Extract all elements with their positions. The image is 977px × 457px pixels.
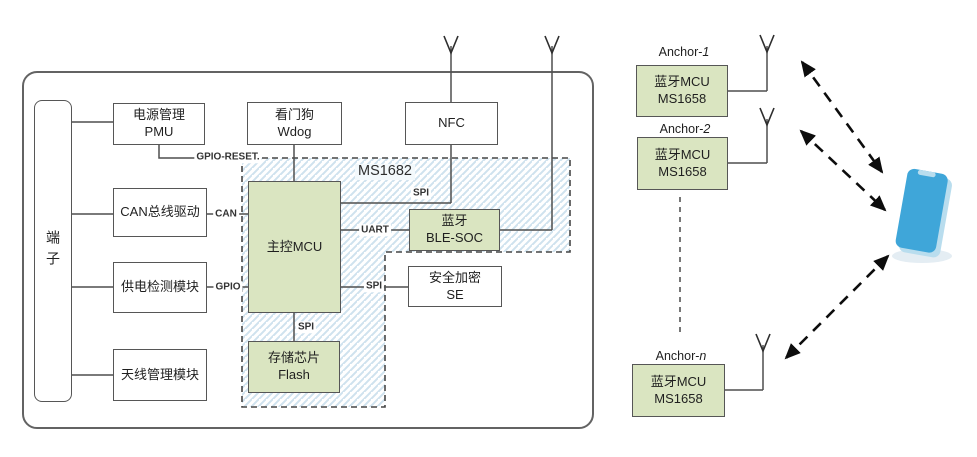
antenna-icon <box>544 35 560 56</box>
watchdog-module: 看门狗 Wdog <box>247 102 342 145</box>
antenna-icon <box>755 333 771 354</box>
pmu-label-en: PMU <box>144 124 174 139</box>
pmu-label-cn: 电源管理 <box>132 107 185 123</box>
anchor-2-title: Anchor-2 <box>660 122 711 136</box>
anchor-n-title-index: n <box>699 349 707 363</box>
power-detect-module: 供电检测模块 <box>113 262 207 313</box>
anchor-2-title-index: 2 <box>703 122 711 136</box>
can-bus-label: CAN <box>213 208 239 220</box>
ms1682-region-label: MS1682 <box>354 163 416 180</box>
ble-soc-module: 蓝牙 BLE-SOC <box>409 209 500 251</box>
anchor-1-title-index: 1 <box>702 45 710 59</box>
se-label-en: SE <box>446 286 464 302</box>
anchor-n-chip-cn: 蓝牙MCU <box>650 373 707 389</box>
anchor-2-chip-part: MS1658 <box>658 163 707 179</box>
ranging-arrow <box>800 60 884 174</box>
anchor-1-chip-part: MS1658 <box>657 91 707 106</box>
ranging-arrow <box>784 254 890 360</box>
anchor-1-box: 蓝牙MCU MS1658 <box>636 65 728 117</box>
anchor-n-title: Anchor-n <box>656 349 707 363</box>
uart-bus-label: UART <box>359 224 391 236</box>
ble-soc-label-en: BLE-SOC <box>425 230 484 245</box>
antenna-icon <box>443 35 459 56</box>
gpio-bus-label: GPIO <box>213 281 243 293</box>
anchor-1-title-prefix: Anchor- <box>658 45 703 59</box>
main-mcu-module: 主控MCU <box>248 181 341 313</box>
spi-se-bus-label: SPI <box>363 280 385 292</box>
terminal-block: 端子 <box>34 100 72 402</box>
ranging-arrows <box>784 60 890 360</box>
board-outline <box>22 71 594 429</box>
main-mcu-label: 主控MCU <box>266 238 323 254</box>
nfc-label: NFC <box>438 115 465 131</box>
flash-label-en: Flash <box>278 367 310 382</box>
antenna-mgmt-label: 天线管理模块 <box>120 366 199 382</box>
gpio-reset-bus-label: GPIO-RESET. <box>194 151 262 163</box>
anchor-2-title-prefix: Anchor- <box>659 122 704 136</box>
terminal-label: 端子 <box>45 230 61 272</box>
anchor-1-chip-cn: 蓝牙MCU <box>654 74 710 90</box>
spi-nfc-bus-label: SPI <box>410 187 432 199</box>
can-driver-label: CAN总线驱动 <box>120 204 200 220</box>
antenna-icon <box>759 34 775 55</box>
flash-label-cn: 存储芯片 <box>267 350 320 366</box>
antenna-mgmt-module: 天线管理模块 <box>113 349 207 401</box>
pmu-module: 电源管理 PMU <box>113 103 205 145</box>
ranging-arrow <box>799 129 887 212</box>
flash-module: 存储芯片 Flash <box>248 341 340 393</box>
se-label-cn: 安全加密 <box>428 269 481 285</box>
anchor-2-chip-cn: 蓝牙MCU <box>654 146 711 162</box>
anchor-n-chip-part: MS1658 <box>654 390 703 406</box>
anchor-2-box: 蓝牙MCU MS1658 <box>637 137 728 190</box>
spi-flash-bus-label: SPI <box>295 321 317 333</box>
nfc-module: NFC <box>405 102 498 145</box>
secure-element-module: 安全加密 SE <box>408 266 502 307</box>
anchor-n-box: 蓝牙MCU MS1658 <box>632 364 725 417</box>
smartphone-icon <box>895 168 952 258</box>
can-driver-module: CAN总线驱动 <box>113 188 207 237</box>
ble-soc-label-cn: 蓝牙 <box>441 213 468 229</box>
anchor-n-title-prefix: Anchor- <box>655 349 700 363</box>
antenna-icon <box>759 107 775 128</box>
power-detect-label: 供电检测模块 <box>120 279 199 295</box>
watchdog-label-en: Wdog <box>277 123 312 139</box>
anchor-1-title: Anchor-1 <box>659 45 710 59</box>
watchdog-label-cn: 看门狗 <box>274 106 314 122</box>
